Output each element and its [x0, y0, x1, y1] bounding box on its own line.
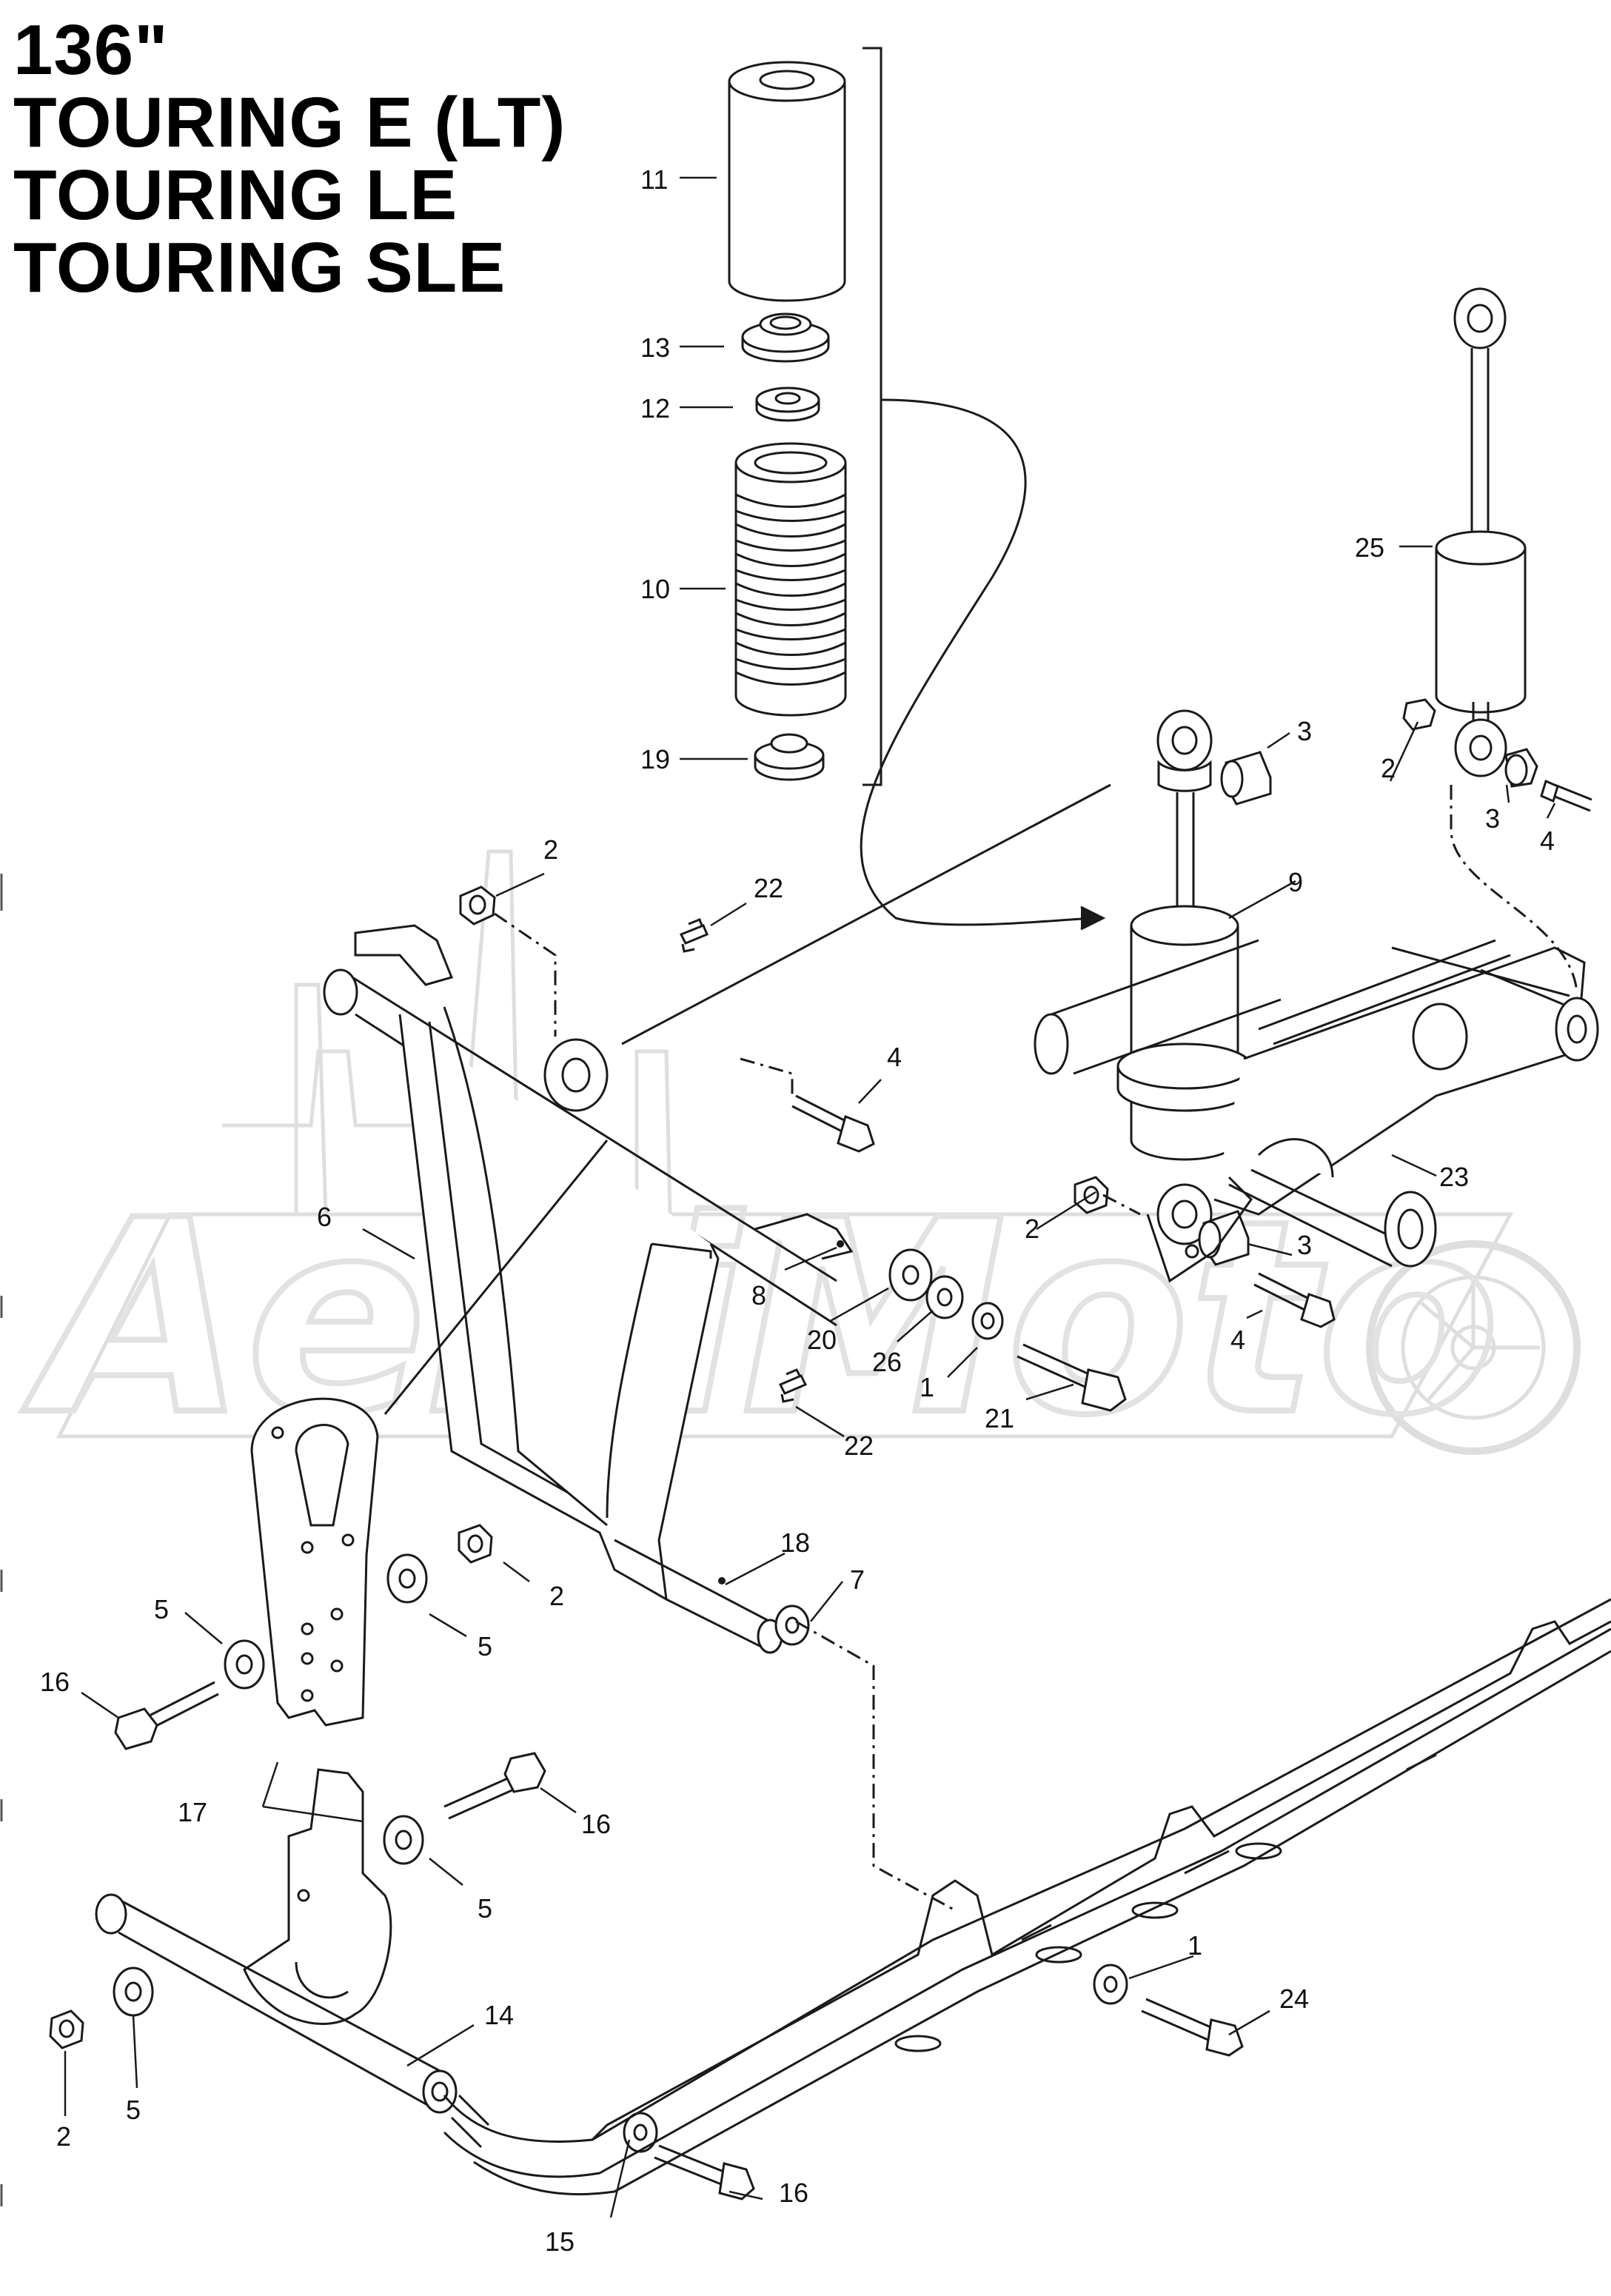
callout-24: 24: [1279, 1984, 1309, 2014]
callout-2-mid: 2: [1025, 1214, 1039, 1244]
callout-5-a: 5: [478, 1631, 492, 1661]
part-coil-spring: [734, 442, 847, 717]
part-front-arm: [323, 924, 854, 1654]
callout-14: 14: [484, 2000, 514, 2030]
part-links: [243, 1397, 392, 2025]
bolt-4-top: [791, 1094, 1336, 1328]
title-line-model-2: TOURING LE: [13, 155, 458, 235]
washers-5: [113, 1553, 1128, 2153]
callout-2-right: 2: [1381, 753, 1396, 783]
spring-set-bracket: [860, 47, 1106, 931]
part-slide-rail: [443, 1598, 1611, 2196]
alignment-lines: [384, 783, 1111, 1415]
shock-lower-bracket: [1146, 1176, 1253, 1283]
callout-22-top: 22: [754, 873, 783, 903]
rear-shock-hardware: [1402, 698, 1592, 812]
title-line-model-3: TOURING SLE: [13, 228, 506, 307]
callout-5-b: 5: [154, 1594, 169, 1624]
callout-23: 23: [1439, 1162, 1469, 1192]
callout-21: 21: [985, 1403, 1014, 1433]
title-line-model-1: TOURING E (LT): [13, 83, 566, 162]
callout-25: 25: [1355, 532, 1384, 563]
callout-20: 20: [807, 1325, 837, 1355]
callout-12: 12: [640, 393, 670, 424]
part-spring-seat: [741, 312, 830, 363]
callout-4-mid: 4: [887, 1042, 902, 1072]
callout-17: 17: [178, 1797, 207, 1827]
callout-16-b: 16: [581, 1809, 611, 1839]
callout-2-top: 2: [543, 834, 558, 865]
callout-16-c: 16: [779, 2178, 808, 2208]
callout-19: 19: [640, 744, 670, 774]
callout-numbers: 11 13 12 10 19 25 3 9 2 3 4 2 22 4 2 3 4…: [40, 164, 1555, 2257]
callout-11: 11: [640, 164, 668, 195]
callout-18: 18: [780, 1527, 810, 1558]
callout-22-bottom: 22: [844, 1430, 874, 1461]
leader-lines: [64, 176, 1556, 2218]
callout-26: 26: [872, 1347, 902, 1377]
callout-5-d: 5: [126, 2095, 141, 2125]
assembly-lines: [494, 785, 1578, 1912]
callout-13: 13: [640, 332, 670, 363]
part-boot: [728, 61, 846, 302]
callout-16-a: 16: [40, 1667, 70, 1697]
callout-1-bottom: 1: [1188, 1930, 1202, 1961]
shaft-marker-8: [837, 1240, 844, 1248]
grease-fittings: [679, 918, 808, 1403]
callout-9: 9: [1288, 867, 1303, 897]
callout-10: 10: [640, 574, 670, 604]
title-line-size: 136": [13, 10, 169, 90]
callout-2-bottom: 2: [56, 2121, 71, 2152]
part-seat-bushing: [755, 386, 820, 422]
watermark-logo: [56, 849, 1581, 1455]
callout-4-bottom: 4: [1230, 1325, 1245, 1355]
callout-6: 6: [317, 1202, 332, 1232]
callout-1-top: 1: [920, 1372, 934, 1402]
part-front-shock: [1116, 709, 1253, 1245]
part-rear-arm: [1034, 939, 1599, 1268]
callout-3-bottom: 3: [1297, 1230, 1312, 1260]
part-rear-shock: [1435, 287, 1527, 777]
part-lower-seat: [754, 733, 825, 781]
part-cross-shaft: [95, 1893, 458, 2114]
callout-7: 7: [850, 1564, 865, 1595]
callout-8: 8: [751, 1280, 766, 1311]
callout-5-c: 5: [478, 1893, 492, 1924]
bolts: [114, 1681, 1244, 2200]
front-arm-hardware: [774, 1248, 1127, 1646]
callout-3-right: 3: [1485, 803, 1500, 834]
callout-2-link: 2: [549, 1581, 564, 1611]
callout-15: 15: [545, 2226, 575, 2257]
callout-4-right: 4: [1540, 826, 1555, 856]
shaft-marker-18: [718, 1577, 726, 1584]
callout-3-top: 3: [1297, 716, 1312, 746]
